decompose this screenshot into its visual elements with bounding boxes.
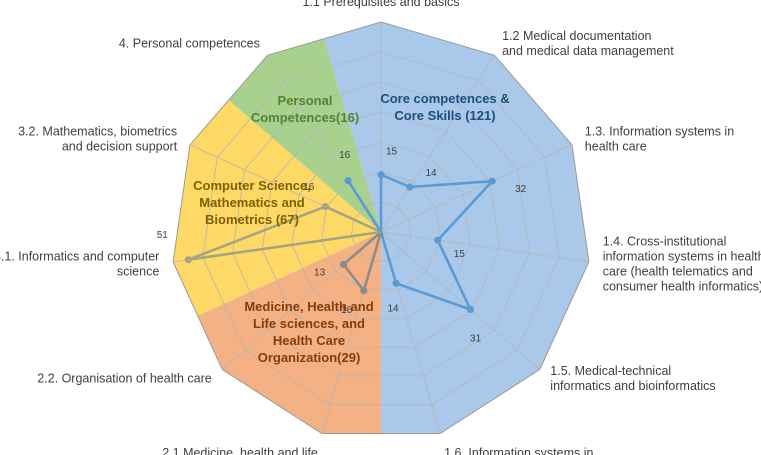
group-label-core: Core competences &Core Skills (121): [380, 91, 509, 123]
spoke: [380, 144, 573, 233]
data-point: [406, 183, 414, 191]
axis-label: 4. Personal competences: [119, 37, 260, 51]
axis-label: 2.1 Medicine, health and lifesciences: [162, 446, 318, 455]
series: [184, 171, 496, 314]
data-point: [360, 287, 368, 295]
series-line-cs: [187, 205, 382, 262]
data-point: [339, 260, 348, 269]
series-line-medicine: [342, 231, 383, 292]
data-point: [488, 177, 496, 185]
value-label: 51: [157, 230, 169, 241]
grid-ring: [321, 171, 441, 291]
data-point: [466, 305, 475, 314]
data-point: [392, 279, 400, 287]
value-label: 31: [470, 333, 482, 344]
grid-ring: [172, 21, 590, 434]
grid: [172, 21, 590, 434]
grid-ring: [232, 81, 530, 377]
value-label: 16: [341, 305, 353, 316]
series-line-core: [379, 173, 494, 311]
grid-ring: [202, 51, 560, 406]
data-point: [184, 256, 192, 264]
axis-label: 1.6. Information systems inmedical resea…: [444, 446, 614, 455]
value-label: 14: [387, 304, 399, 315]
spoke: [380, 55, 495, 233]
value-label: 16: [339, 150, 351, 161]
value-labels: 15 14 32 15 31 14 16 13 51 16 16: [157, 146, 527, 344]
group-labels: Core competences &Core Skills (121) Medic…: [193, 91, 510, 365]
spoke: [380, 231, 589, 263]
grid-ring: [261, 111, 501, 348]
data-point: [434, 236, 442, 244]
sector-personal: [228, 38, 381, 233]
value-label: 15: [386, 146, 398, 157]
axis-label: 2.2. Organisation of health care: [37, 372, 211, 386]
sector-cs: [173, 100, 381, 316]
grid-ring: [350, 201, 412, 262]
value-label: 13: [314, 268, 326, 279]
data-point: [377, 171, 385, 179]
grid-ring: [291, 141, 471, 319]
spoke: [380, 231, 540, 370]
data-point: [344, 177, 352, 185]
value-label: 14: [425, 168, 437, 179]
value-label: 15: [454, 249, 466, 260]
data-point: [321, 203, 329, 211]
value-label: 32: [515, 184, 527, 195]
axis-label: 1.1 Prerequisites and basics: [302, 0, 459, 9]
sector-core: [324, 22, 589, 434]
value-label: 16: [303, 182, 315, 193]
